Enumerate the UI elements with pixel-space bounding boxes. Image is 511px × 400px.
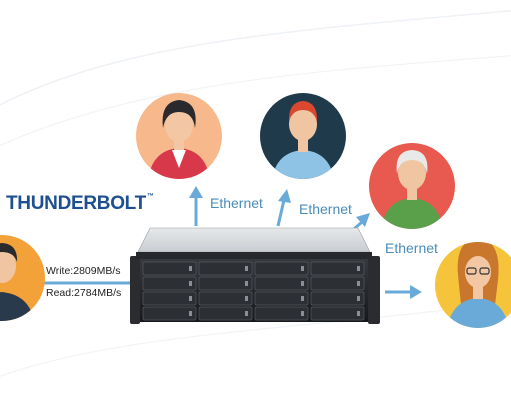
drive-bay xyxy=(142,276,197,291)
drive-bay xyxy=(310,261,365,276)
drive-bay xyxy=(142,306,197,321)
brand-trademark: ™ xyxy=(146,193,154,200)
drive-bay xyxy=(198,306,253,321)
drive-bay-led xyxy=(245,281,248,286)
drive-bay xyxy=(310,291,365,306)
user-man-dark-hair-avatar xyxy=(0,235,45,321)
drive-bay-led xyxy=(301,281,304,286)
drive-bay xyxy=(198,291,253,306)
drive-bay xyxy=(254,291,309,306)
drive-bay-led xyxy=(189,311,192,316)
drive-bay xyxy=(254,306,309,321)
drive-bay-led xyxy=(245,311,248,316)
drive-bay xyxy=(310,276,365,291)
drive-bay-led xyxy=(245,296,248,301)
drive-bay-led xyxy=(189,296,192,301)
write-speed-label: Write:2809MB/s xyxy=(46,265,121,277)
drive-bay-led xyxy=(301,266,304,271)
ethernet-arrowhead-4 xyxy=(410,285,422,299)
drive-bay xyxy=(198,276,253,291)
server-header-strip xyxy=(136,252,372,259)
drive-bay-led xyxy=(357,266,360,271)
drive-bay-led xyxy=(189,281,192,286)
drive-bay xyxy=(142,261,197,276)
drive-bay xyxy=(254,261,309,276)
drive-bay-led xyxy=(357,311,360,316)
drive-bays xyxy=(142,261,365,321)
drive-bay-led xyxy=(301,296,304,301)
drive-bay xyxy=(142,291,197,306)
thunderbolt-logo: THUNDERBOLT™ xyxy=(6,193,154,215)
brand-name: THUNDERBOLT xyxy=(6,193,146,214)
ethernet-label-1: Ethernet xyxy=(210,195,263,211)
ethernet-arrowhead-3 xyxy=(356,213,370,227)
drive-bay-led xyxy=(189,266,192,271)
drive-bay-led xyxy=(301,311,304,316)
drive-bay-led xyxy=(357,281,360,286)
drive-bay-led xyxy=(357,296,360,301)
read-speed-label: Read:2784MB/s xyxy=(46,287,122,299)
user-man-grey-hair-avatar xyxy=(369,143,455,229)
drive-bay xyxy=(198,261,253,276)
rack-ear-right xyxy=(368,256,380,324)
ethernet-arrow-2 xyxy=(276,199,286,227)
drive-bay xyxy=(310,306,365,321)
drive-bay-led xyxy=(245,266,248,271)
drive-bay xyxy=(254,276,309,291)
user-woman-blonde-avatar xyxy=(435,242,511,328)
ethernet-label-3: Ethernet xyxy=(385,240,438,256)
user-man-red-hair-avatar xyxy=(260,93,346,179)
ethernet-arrowhead-1 xyxy=(189,186,203,198)
rack-ear-left xyxy=(130,256,140,324)
ethernet-arrowhead-2 xyxy=(278,189,291,203)
user-woman-dark-hair-avatar xyxy=(136,93,222,179)
ethernet-label-2: Ethernet xyxy=(299,201,352,217)
